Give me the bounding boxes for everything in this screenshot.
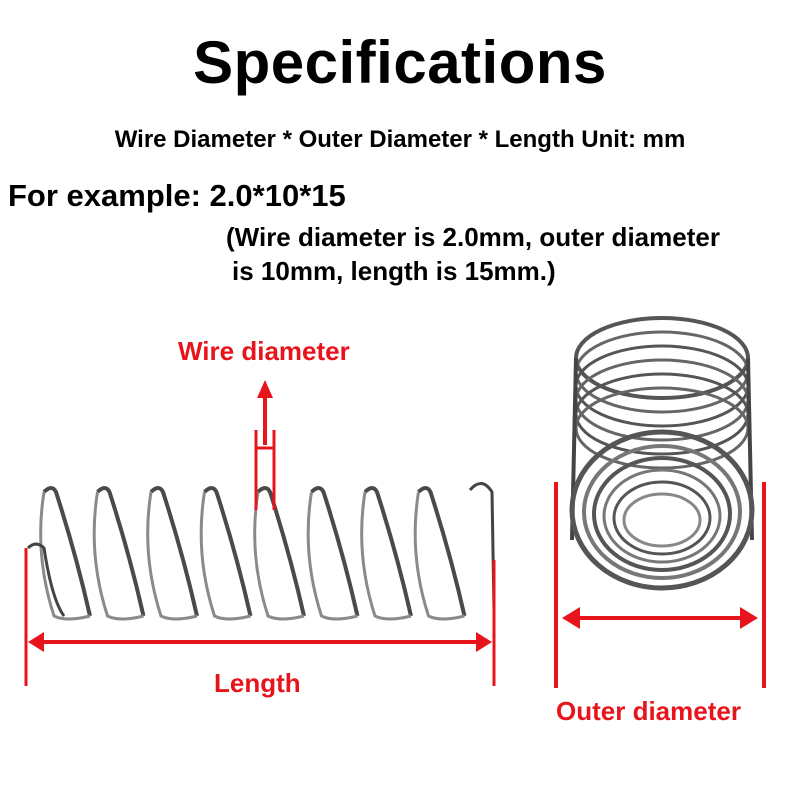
- page-title: Specifications: [193, 29, 607, 96]
- spring-coil-front: [149, 486, 199, 617]
- spring-coil-back: [253, 491, 305, 621]
- spring-coil-back: [199, 491, 251, 621]
- length-dimension: [24, 548, 496, 686]
- spring-coil-front: [310, 486, 360, 617]
- example-note-line2: is 10mm, length is 15mm.): [232, 256, 556, 286]
- spring-coil-back: [413, 491, 465, 621]
- spring-coil-back: [306, 491, 358, 621]
- units-subtitle: Wire Diameter * Outer Diameter * Length …: [114, 126, 686, 153]
- spring-coil-front: [256, 486, 306, 617]
- spring-coil-back: [360, 491, 412, 621]
- outer-diameter-dimension: [554, 482, 766, 688]
- length-label: Length: [214, 668, 301, 698]
- spring-coil-back: [39, 491, 91, 621]
- wire-diameter-marker: [254, 380, 276, 510]
- spring-coil-back: [92, 491, 144, 621]
- spring-coil-front: [203, 486, 253, 617]
- spring-coil-front: [363, 486, 413, 617]
- spring-coil-front: [96, 486, 146, 617]
- spring-coil-front: [42, 486, 92, 617]
- spring-coil-front: [417, 486, 467, 617]
- outer-diameter-label: Outer diameter: [556, 696, 741, 726]
- spring-coil-back: [146, 491, 198, 621]
- example-note-line1: (Wire diameter is 2.0mm, outer diameter: [226, 222, 720, 252]
- end-spring-image: [569, 316, 755, 591]
- wire-diameter-label: Wire diameter: [178, 336, 350, 366]
- side-spring-image: [26, 482, 496, 621]
- example-line: For example: 2.0*10*15: [8, 178, 346, 213]
